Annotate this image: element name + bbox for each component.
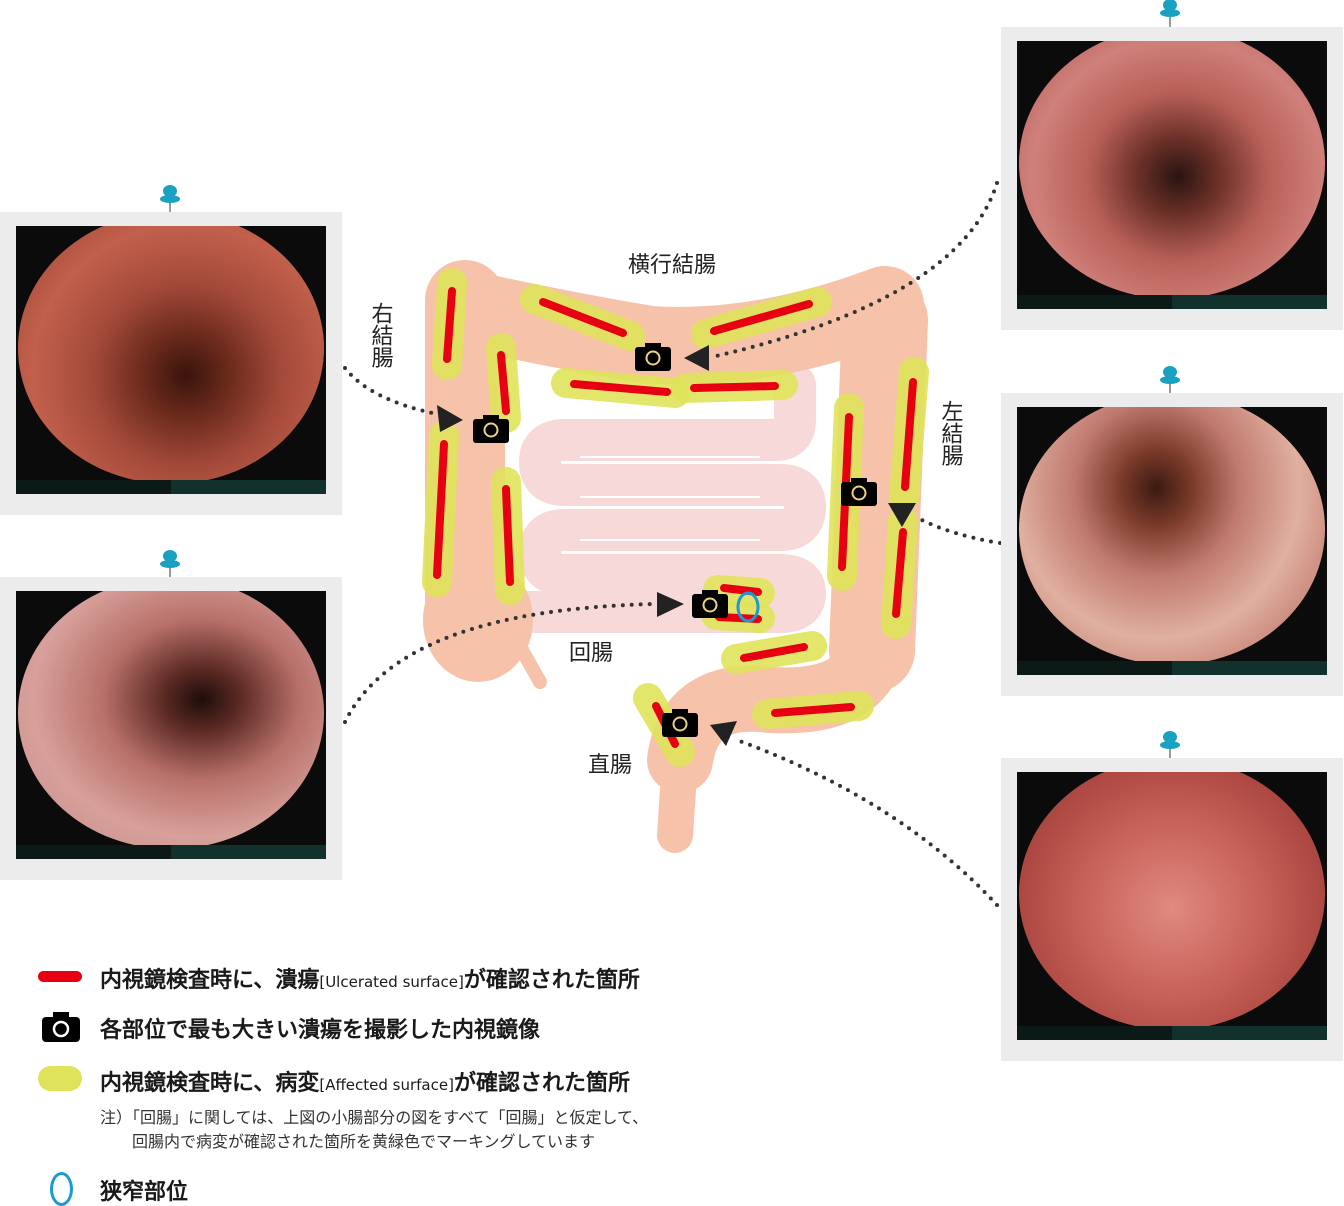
legend-ulcer-text: 内視鏡検査時に、潰瘍 bbox=[100, 968, 320, 993]
endoscopy-image-ileum bbox=[0, 577, 342, 880]
ulcer-lines bbox=[433, 287, 917, 748]
camera-markers bbox=[473, 343, 877, 737]
camera-icon bbox=[42, 1012, 80, 1042]
ulcer-legend-swatch bbox=[38, 971, 82, 982]
pin-icon bbox=[1160, 0, 1180, 30]
camera-icon bbox=[473, 415, 509, 443]
camera-icon bbox=[841, 478, 877, 506]
label-transverse-colon: 横行結腸 bbox=[628, 253, 716, 278]
legend-note-line2: 回腸内で病変が確認された箇所を黄緑色でマーキングしています bbox=[132, 1132, 596, 1151]
label-right-colon: 右結腸 bbox=[368, 302, 394, 368]
arrowheads bbox=[437, 345, 916, 746]
legend-ulcer-tail: が確認された箇所 bbox=[463, 968, 640, 993]
endoscopy-image-rectum bbox=[1001, 758, 1343, 1061]
legend-affected: 内視鏡検査時に、病変[Affected surface]が確認された箇所 bbox=[100, 1065, 630, 1097]
camera-icon bbox=[692, 590, 728, 618]
legend-ulcer: 内視鏡検査時に、潰瘍[Ulcerated surface]が確認された箇所 bbox=[100, 962, 640, 994]
legend-affected-text: 内視鏡検査時に、病変 bbox=[100, 1071, 320, 1096]
endoscopy-image-right-colon bbox=[0, 212, 342, 515]
connector-lines bbox=[343, 181, 1002, 907]
pin-icons bbox=[160, 0, 1180, 762]
pin-icon bbox=[160, 185, 180, 216]
camera-icon bbox=[662, 709, 698, 737]
legend-note-line1: 注）「回腸」に関しては、上図の小腸部分の図をすべて「回腸」と仮定して、 bbox=[100, 1108, 649, 1127]
stenosis-legend-swatch bbox=[50, 1172, 73, 1206]
pin-icon bbox=[1160, 731, 1180, 762]
endoscopy-image-left-colon bbox=[1001, 393, 1343, 696]
small-intestine bbox=[499, 364, 826, 633]
legend-affected-tail: が確認された箇所 bbox=[453, 1071, 630, 1096]
legend-affected-english: [Affected surface] bbox=[319, 1076, 454, 1094]
stenosis-marker bbox=[736, 591, 760, 623]
affected-legend-swatch bbox=[38, 1066, 82, 1091]
label-left-colon: 左結腸 bbox=[938, 400, 964, 466]
label-rectum: 直腸 bbox=[588, 753, 632, 778]
endoscopy-image-transverse-colon bbox=[1001, 27, 1343, 330]
legend-stenosis: 狭窄部位 bbox=[100, 1180, 189, 1205]
camera-icon bbox=[635, 343, 671, 371]
legend-camera: 各部位で最も大きい潰瘍を撮影した内視鏡像 bbox=[100, 1018, 541, 1043]
label-ileum: 回腸 bbox=[569, 641, 613, 666]
legend-ulcer-english: [Ulcerated surface] bbox=[319, 973, 464, 991]
